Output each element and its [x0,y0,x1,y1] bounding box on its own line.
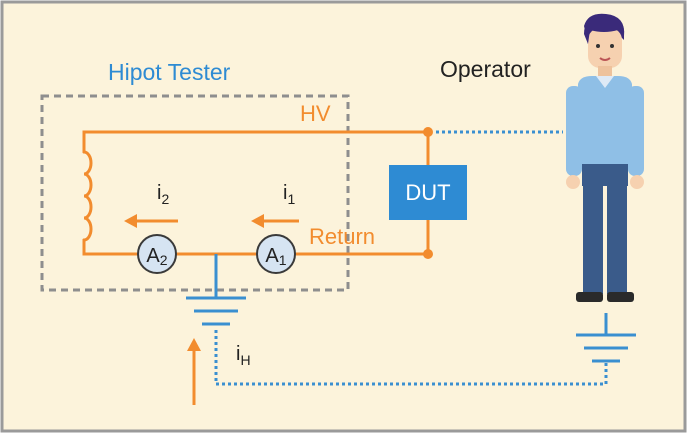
operator-figure-icon [566,13,644,302]
hipot-tester-enclosure [40,94,350,292]
hv-label: HV [300,101,331,126]
ammeter-a1: A1 [256,234,296,274]
current-i2-label: i2 [157,182,169,207]
ammeter-a1-label: A1 [265,245,286,268]
hipot-tester-title: Hipot Tester [108,59,231,85]
hv-node [423,127,433,137]
ammeter-a2-label: A2 [146,245,167,268]
current-i2-arrow [124,214,178,228]
ammeter-a2-circle [137,234,177,274]
current-i1-label: i1 [283,182,295,207]
hv-wire [82,130,430,154]
return-label: Return [309,224,375,249]
return-node [423,249,433,259]
current-i1-arrow [251,214,299,228]
transformer-coil [82,150,93,242]
current-ih-arrow [187,338,201,405]
ammeter-a1-circle [256,234,296,274]
dut-label: DUT [405,180,450,205]
dut-box [389,165,467,220]
operator-ground-icon [576,313,636,363]
ammeter-a2: A2 [137,234,177,274]
current-ih-label: iH [236,343,251,368]
leakage-path [214,330,608,386]
operator-label: Operator [440,56,531,82]
tester-ground-icon [186,254,246,326]
coil-lead-wire [82,238,140,256]
